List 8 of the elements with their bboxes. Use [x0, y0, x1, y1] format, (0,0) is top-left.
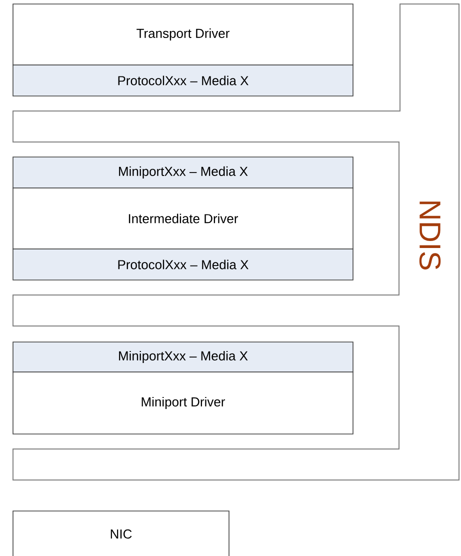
driver-box: Intermediate Driver [12, 188, 354, 250]
driver-box: Miniport Driver [12, 372, 354, 434]
interface-band: MiniportXxx – Media X [12, 342, 354, 372]
interface-band: ProtocolXxx – Media X [12, 248, 354, 280]
driver-box: Transport Driver [12, 4, 354, 66]
nic-box: NIC [12, 510, 230, 556]
interface-band: ProtocolXxx – Media X [12, 64, 354, 96]
interface-band: MiniportXxx – Media X [12, 156, 354, 188]
